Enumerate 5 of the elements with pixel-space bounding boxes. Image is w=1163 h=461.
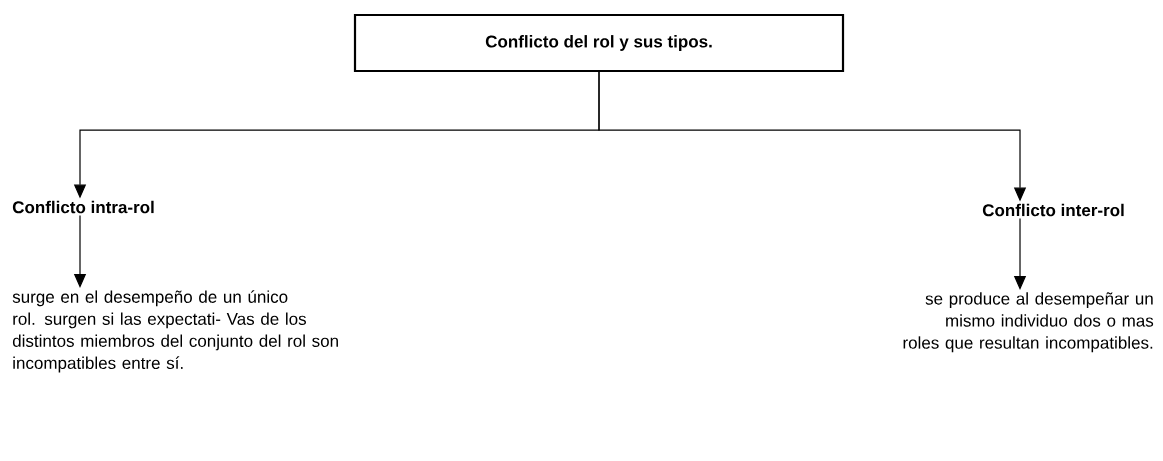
description-text: surge en el desempeño de un único rol. surgen si las expectati- Vas de los distintos miembros del conjunto del rol son incompatibles entre sí. [12, 290, 338, 373]
description-text: se produce al desempeñar un mismo individuo dos o mas roles que resultan incompatibles. [903, 292, 1154, 353]
title-box: Conflicto del rol y sus tipos. [353, 13, 845, 73]
heading-text: Conflicto inter-rol [982, 203, 1124, 217]
heading-text: Conflicto intra-rol [12, 200, 154, 214]
